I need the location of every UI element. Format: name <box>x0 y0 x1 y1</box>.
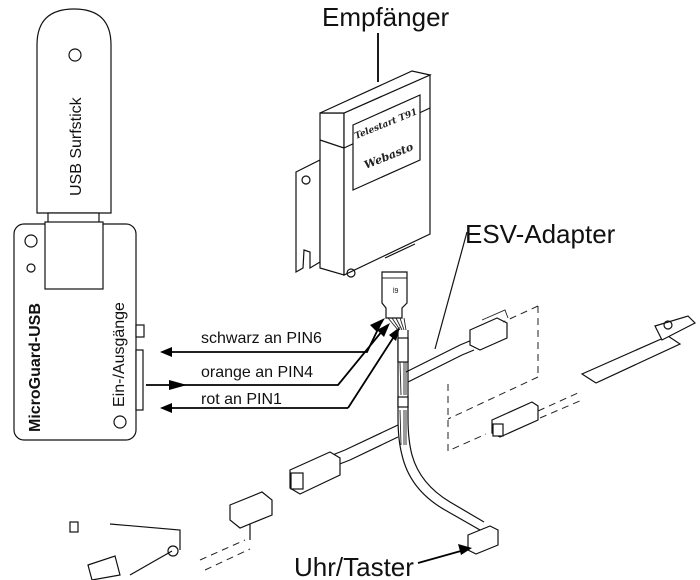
microguard-label: MicroGuard-USB <box>27 303 44 432</box>
wire-orange <box>146 329 384 386</box>
sensor-tab <box>654 315 697 341</box>
io-label: Ein-/Ausgänge <box>111 302 128 407</box>
wire-label-orange: orange an PIN4 <box>201 364 313 381</box>
esv-adapter-callout-label: ESV-Adapter <box>465 219 616 249</box>
receiver-device: Telestart T91 Webasto l9 <box>295 33 432 319</box>
signal-wires: schwarz an PIN6 orange an PIN4 rot an PI… <box>146 318 400 413</box>
usb-surfstick: USB Surfstick <box>36 8 112 224</box>
usb-stick-label: USB Surfstick <box>68 96 85 196</box>
side-connector <box>135 324 145 338</box>
receiver-plug <box>381 271 408 319</box>
io-terminal <box>135 349 144 411</box>
esv-callout-line <box>434 231 468 350</box>
wire-label-rot: rot an PIN1 <box>201 391 282 408</box>
wire-rot <box>347 334 396 409</box>
mount-hole <box>24 234 38 248</box>
svg-text:l9: l9 <box>393 288 399 295</box>
clock-button-connector <box>417 525 499 564</box>
wiring-harness <box>289 231 509 531</box>
microguard-usb-device: MicroGuard-USB Ein-/Ausgänge <box>13 221 145 441</box>
wire-label-schwarz: schwarz an PIN6 <box>201 330 322 347</box>
esv-sensor-group <box>447 305 697 452</box>
esv-adapter-connector <box>469 317 508 351</box>
led-indicator <box>26 263 36 273</box>
vehicle-harness-fragment <box>69 491 273 580</box>
temperature-sensor <box>580 335 682 384</box>
receiver-callout-label: Empfänger <box>322 2 450 32</box>
clock-button-callout-label: Uhr/Taster <box>294 552 414 580</box>
mount-hole <box>113 415 127 429</box>
wire-schwarz <box>327 324 381 353</box>
